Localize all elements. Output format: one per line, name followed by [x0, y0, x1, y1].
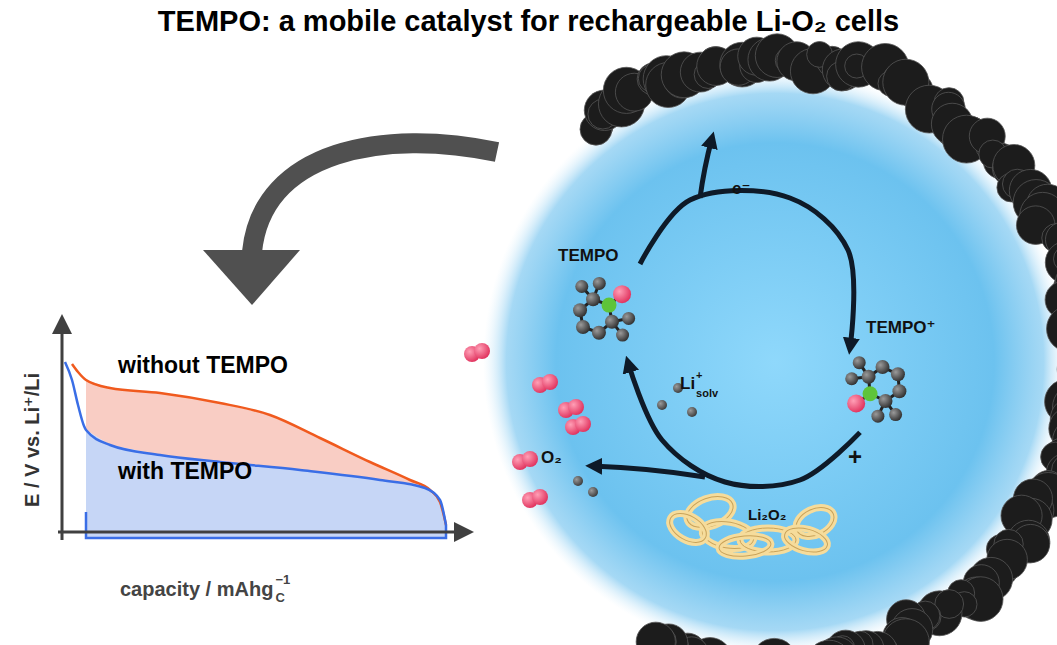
- text-label: +: [848, 444, 862, 470]
- text-label: +: [696, 369, 702, 381]
- electrolyte-pore: [483, 70, 1057, 645]
- text-label: E / V vs. Li⁺/Li: [21, 373, 43, 507]
- lithium-ions: [573, 383, 697, 497]
- text-label: −1: [275, 573, 290, 587]
- cycle-arrow: [628, 362, 860, 486]
- text-label: capacity / mAhg: [120, 578, 273, 600]
- text-label: Li: [680, 375, 695, 394]
- molecule-node: TEMPO: [548, 246, 648, 358]
- curved-arrow: [252, 143, 497, 252]
- molecule-label: TEMPO: [548, 246, 648, 266]
- capacity-area: [86, 430, 446, 538]
- text-label: O₂: [541, 449, 562, 468]
- axis-arrow: [52, 314, 72, 334]
- text-label: solv: [696, 387, 718, 399]
- molecule-label: TEMPO⁺: [836, 318, 946, 338]
- carbon-particles: [580, 34, 1057, 645]
- axis-arrow: [454, 522, 474, 542]
- charge-curve-blue: [65, 362, 446, 525]
- charge-curve-red: [72, 364, 446, 525]
- axes: [58, 330, 458, 540]
- discharge-curve: [86, 512, 446, 538]
- voltage-chart: [52, 314, 474, 542]
- text-label: Li₂O₂: [748, 507, 786, 524]
- text-label: C: [275, 591, 284, 605]
- text-label: e⁻: [732, 180, 750, 199]
- text-label: without TEMPO: [118, 353, 288, 378]
- text-label: with TEMPO: [118, 459, 252, 484]
- molecule-figure: [548, 266, 648, 358]
- molecule-node: TEMPO⁺: [836, 318, 946, 440]
- li2o2-deposit: [665, 491, 839, 559]
- molecule-figure: [836, 338, 946, 440]
- oxygen-molecules: [464, 343, 591, 508]
- arrow-head: [203, 250, 300, 305]
- electrode-particle: [483, 34, 1057, 645]
- cycle-arrow: [640, 190, 854, 348]
- title: TEMPO: a mobile catalyst for rechargeabl…: [0, 6, 1057, 38]
